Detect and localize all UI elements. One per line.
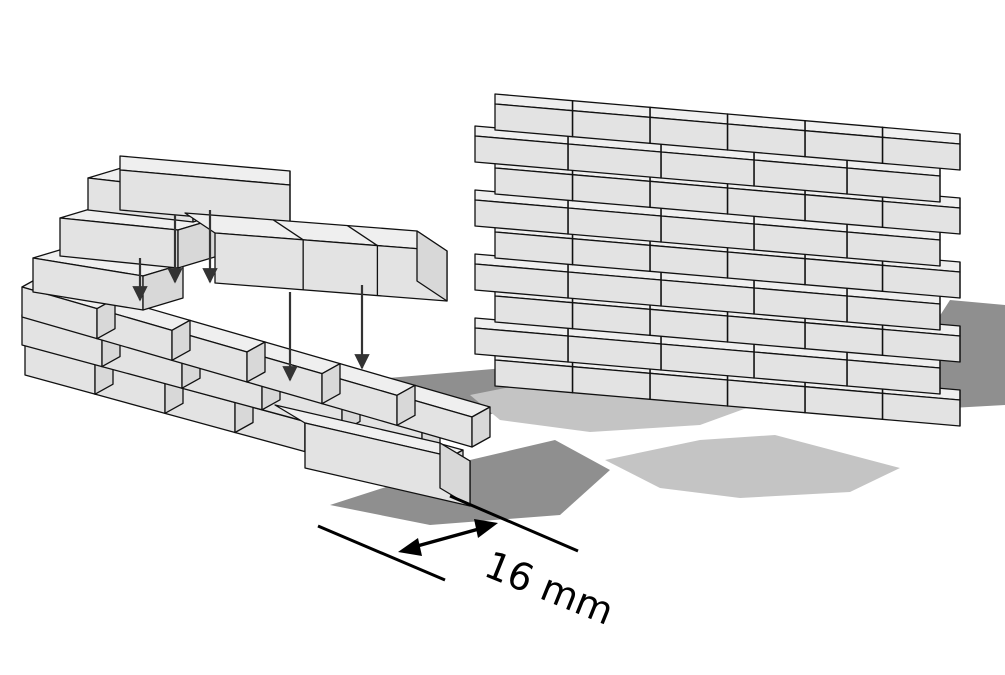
brick [494,93,574,138]
brick [171,319,266,383]
brick [274,404,471,507]
brick [184,212,448,302]
brick-side-face [439,442,471,507]
dimension-extension-line [317,524,446,582]
brick-joint [347,225,378,247]
brick-side-face [171,319,191,361]
brick [881,126,961,171]
brick-side-face [396,384,416,426]
brick-side-face [471,406,491,448]
dimension-double-arrow [409,525,487,550]
dimension-arrowhead [474,519,498,538]
brick-side-face [321,363,341,405]
floating-brick-shadow-2 [605,435,900,498]
brick-joint [272,219,304,241]
dimension-extension-line [449,494,579,553]
right-brick-wall [474,93,961,427]
placement-arrows [132,210,370,382]
dimension-label: 16 mm [479,543,620,634]
brick [804,120,884,164]
brick [396,384,491,448]
brick [726,113,806,158]
dimension-arrowhead [398,538,422,556]
brick [119,155,291,226]
brick [571,100,651,144]
brick-side-face [246,341,266,383]
brick [567,197,662,243]
brick [474,253,569,299]
bricks-being-placed [32,155,471,507]
left-brick-wall [21,276,491,491]
brick [649,106,729,151]
brick [321,363,416,426]
brick-side-face [416,230,448,302]
